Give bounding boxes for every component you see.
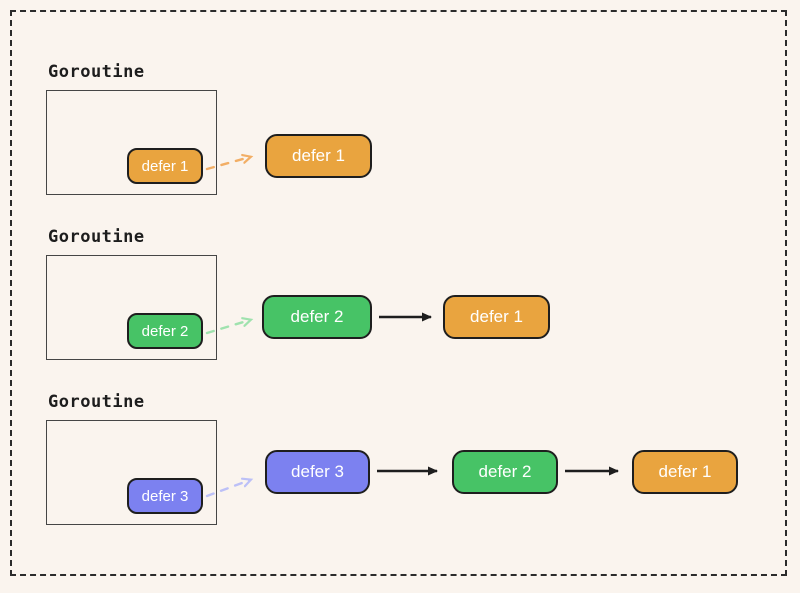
- defer-badge-label: defer 1: [141, 157, 189, 175]
- defer-badge-label: defer 3: [141, 487, 189, 505]
- goroutine-box: [46, 420, 217, 525]
- diagram-frame: [10, 10, 787, 576]
- defer-badge: defer 3: [127, 478, 203, 514]
- defer-badge: defer 1: [127, 148, 203, 184]
- defer-node-label: defer 3: [291, 462, 344, 481]
- defer-node: defer 1: [265, 134, 372, 178]
- goroutine-label: Goroutine: [48, 62, 145, 82]
- goroutine-label: Goroutine: [48, 227, 145, 247]
- defer-node-label: defer 2: [478, 462, 532, 481]
- defer-node: defer 1: [632, 450, 738, 494]
- defer-badge: defer 2: [127, 313, 203, 349]
- defer-node: defer 1: [443, 295, 550, 339]
- defer-node: defer 2: [262, 295, 372, 339]
- defer-node-label: defer 1: [470, 307, 523, 326]
- goroutine-box: [46, 90, 217, 195]
- defer-node-label: defer 1: [658, 462, 712, 481]
- defer-badge-label: defer 2: [141, 322, 189, 340]
- defer-node: defer 2: [452, 450, 558, 494]
- defer-node-label: defer 2: [290, 307, 344, 326]
- goroutine-box: [46, 255, 217, 360]
- defer-node: defer 3: [265, 450, 370, 494]
- defer-node-label: defer 1: [292, 146, 345, 165]
- goroutine-label: Goroutine: [48, 392, 145, 412]
